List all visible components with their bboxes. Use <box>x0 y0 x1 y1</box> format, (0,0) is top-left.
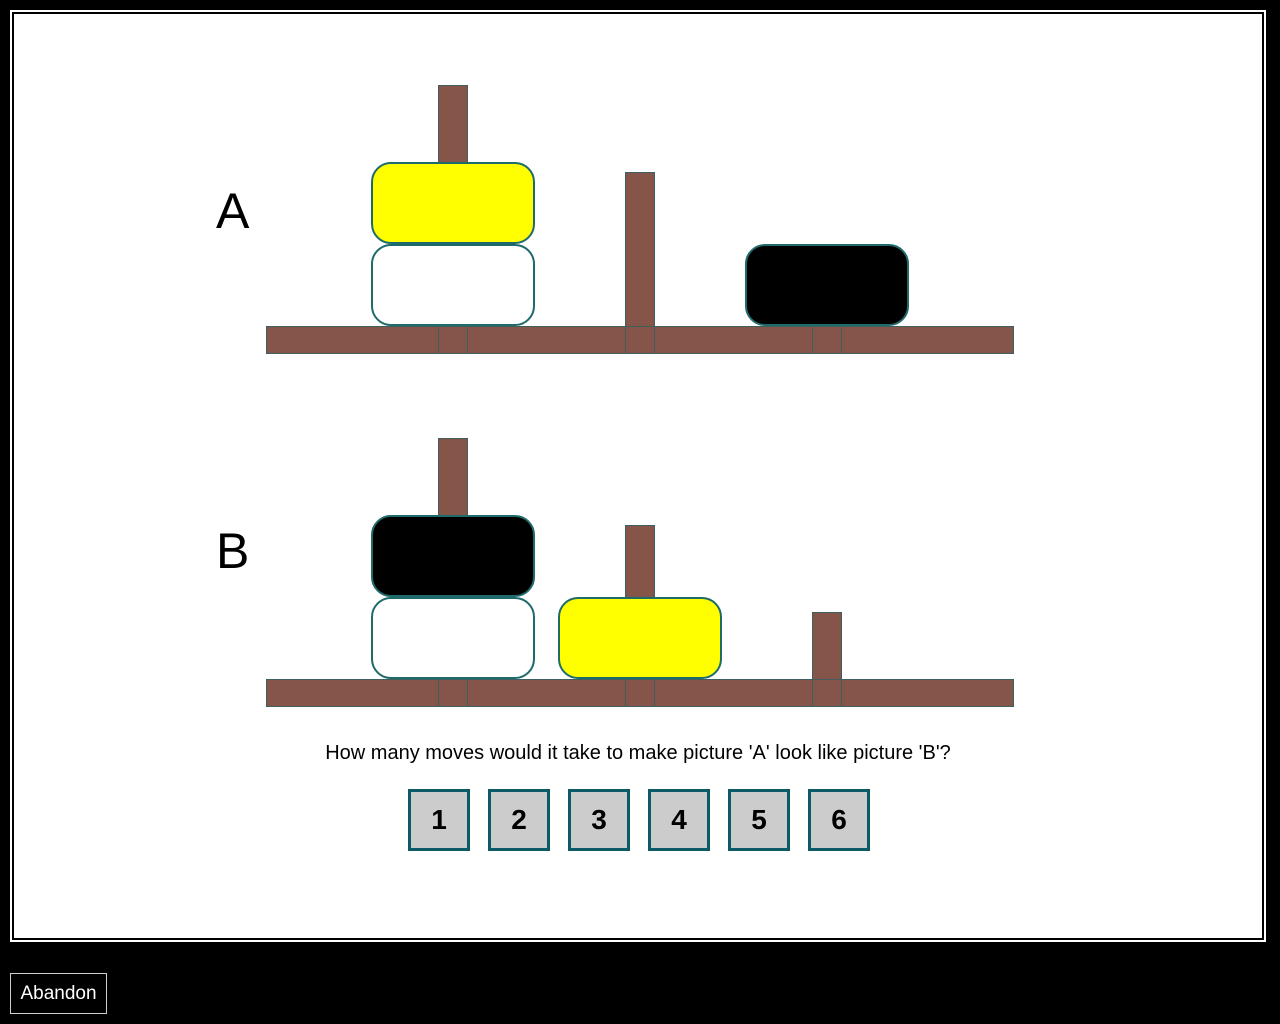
puzzle-b-disk-black[interactable] <box>371 515 535 597</box>
answer-button-2[interactable]: 2 <box>488 789 550 851</box>
answer-button-1[interactable]: 1 <box>408 789 470 851</box>
puzzle-b-peg-foot-2 <box>625 679 655 707</box>
puzzle-a-peg-foot-2 <box>625 326 655 354</box>
puzzle-b-peg-foot-1 <box>438 679 468 707</box>
puzzle-window: A B How many moves would it take to make… <box>10 10 1266 942</box>
abandon-button[interactable]: Abandon <box>10 973 107 1014</box>
puzzle-a-label: A <box>216 183 250 239</box>
puzzle-a-disk-white[interactable] <box>371 244 535 326</box>
puzzle-a-peg-foot-3 <box>812 326 842 354</box>
puzzle-canvas: A B How many moves would it take to make… <box>14 14 1262 938</box>
puzzle-a-peg-2 <box>625 172 655 354</box>
puzzle-b-disk-yellow[interactable] <box>558 597 722 679</box>
answer-button-3[interactable]: 3 <box>568 789 630 851</box>
answer-button-4[interactable]: 4 <box>648 789 710 851</box>
puzzle-a-peg-foot-1 <box>438 326 468 354</box>
puzzle-b-label: B <box>216 523 250 579</box>
puzzle-a-disk-black[interactable] <box>745 244 909 326</box>
question-text: How many moves would it take to make pic… <box>325 742 951 764</box>
puzzle-a-disk-yellow[interactable] <box>371 162 535 244</box>
puzzle-b-peg-foot-3 <box>812 679 842 707</box>
answer-button-6[interactable]: 6 <box>808 789 870 851</box>
puzzle-b-disk-white[interactable] <box>371 597 535 679</box>
answer-button-5[interactable]: 5 <box>728 789 790 851</box>
